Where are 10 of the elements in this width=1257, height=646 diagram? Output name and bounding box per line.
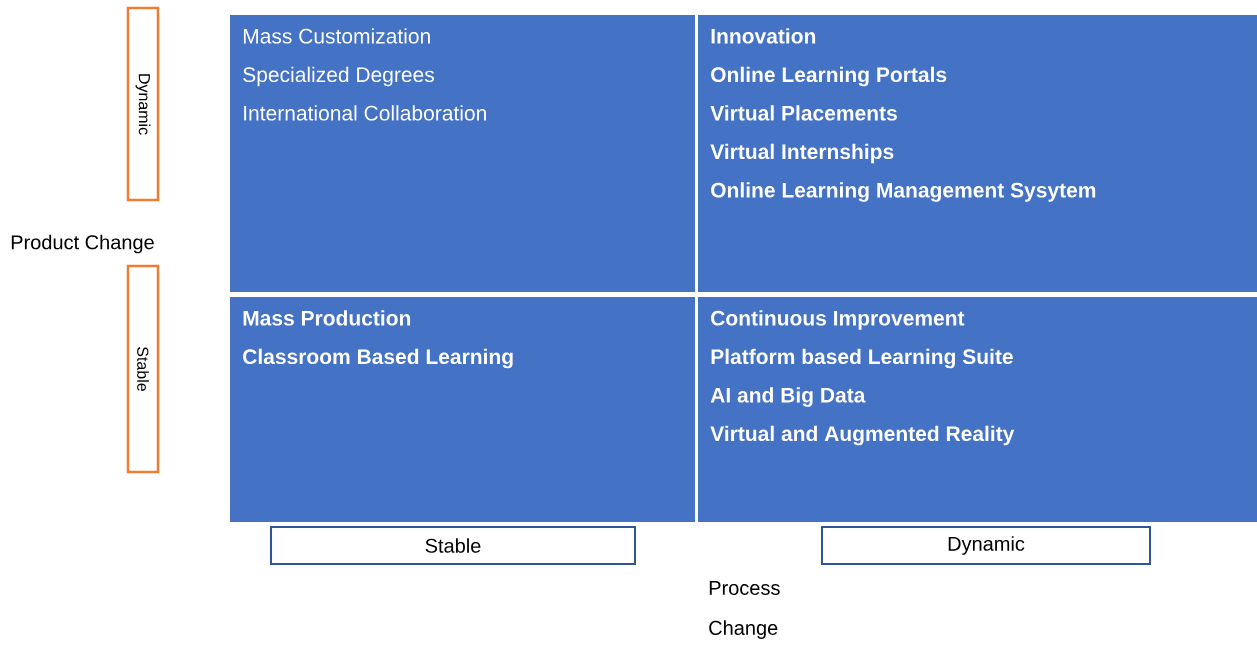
axis-title: Process Change (709, 581, 780, 639)
quadrant-box: Innovation Online Learning Portals Virtual Placements Virtual Internships Online Learning Management Sysytem (698, 15, 1257, 292)
quadrant-box: Continuous Improvement Platform based Learning Suite AI and Big Data Virtual and Augmented Reality (698, 297, 1257, 522)
axis-level-box: Dynamic (126, 6, 160, 202)
quadrant-box: Mass Customization Specialized Degrees International Collaboration (230, 15, 695, 292)
axis-title: Product Change (11, 234, 154, 254)
axis-level-box: Stable (270, 526, 636, 565)
axis-level-box: Dynamic (821, 526, 1151, 565)
quadrant-box: Mass Production Classroom Based Learning (230, 297, 695, 522)
axis-level-box: Stable (126, 264, 160, 474)
